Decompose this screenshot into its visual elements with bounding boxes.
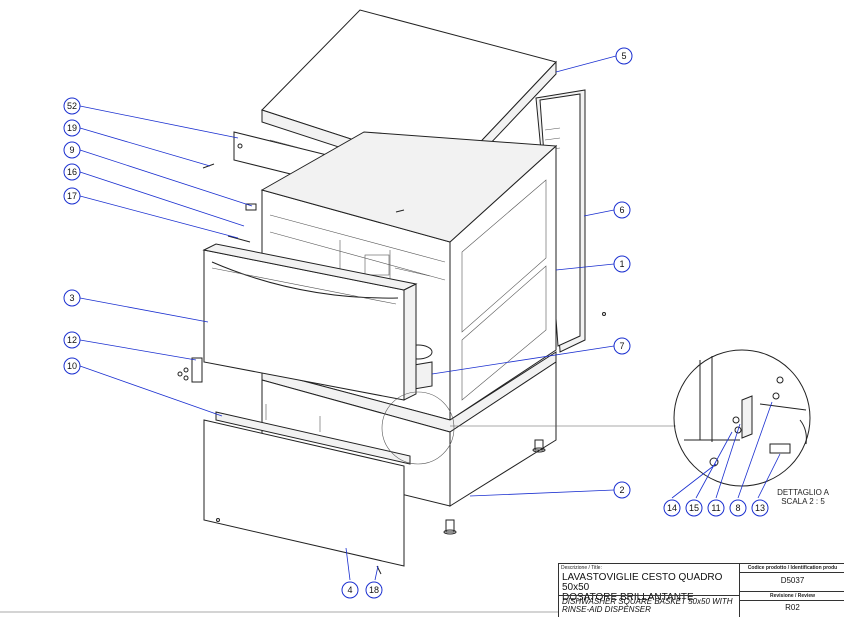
lower-front-panel-part bbox=[203, 404, 411, 567]
svg-text:15: 15 bbox=[689, 503, 699, 513]
svg-text:7: 7 bbox=[619, 341, 624, 351]
callout-13: 13 bbox=[751, 499, 769, 517]
leader-lines bbox=[79, 55, 781, 581]
callout-11: 11 bbox=[707, 499, 725, 517]
callout-2: 2 bbox=[613, 481, 631, 499]
callout-10: 10 bbox=[63, 357, 81, 375]
title-english-line2: RINSE-AID DISPENSER bbox=[562, 605, 651, 614]
svg-text:52: 52 bbox=[67, 101, 77, 111]
callout-3: 3 bbox=[63, 289, 81, 307]
revision-label: Revisione / Review bbox=[740, 591, 844, 601]
callout-6: 6 bbox=[613, 201, 631, 219]
svg-text:19: 19 bbox=[67, 123, 77, 133]
title-block-codes: Codice prodotto / Identification produ D… bbox=[740, 564, 844, 617]
title-italian: LAVASTOVIGLIE CESTO QUADRO 50x50 DOSATOR… bbox=[562, 573, 738, 603]
callout-14: 14 bbox=[663, 499, 681, 517]
title-english-line1: DISHWASHER SQUARE BASKET 50x50 WITH bbox=[562, 597, 733, 606]
svg-text:4: 4 bbox=[347, 585, 352, 595]
svg-text:17: 17 bbox=[67, 191, 77, 201]
detail-a-view bbox=[673, 349, 811, 487]
svg-text:11: 11 bbox=[711, 503, 720, 513]
svg-text:16: 16 bbox=[67, 167, 77, 177]
title-italian-line1: LAVASTOVIGLIE CESTO QUADRO 50x50 bbox=[562, 572, 723, 593]
title-english: DISHWASHER SQUARE BASKET 50x50 WITH RINS… bbox=[562, 598, 738, 614]
callout-52: 52 bbox=[63, 97, 81, 115]
svg-text:5: 5 bbox=[621, 51, 626, 61]
svg-text:14: 14 bbox=[667, 503, 677, 513]
callout-18: 18 bbox=[365, 581, 383, 599]
svg-text:10: 10 bbox=[67, 361, 77, 371]
callout-19: 19 bbox=[63, 119, 81, 137]
revision-value: R02 bbox=[785, 603, 800, 612]
callout-9: 9 bbox=[63, 141, 81, 159]
detail-label-line2: SCALA 2 : 5 bbox=[781, 497, 825, 506]
description-label: Descrizione / Title: bbox=[561, 565, 602, 571]
callout-7: 7 bbox=[613, 337, 631, 355]
code-label: Codice prodotto / Identification produ bbox=[740, 564, 844, 573]
callout-12: 12 bbox=[63, 331, 81, 349]
svg-text:13: 13 bbox=[755, 503, 765, 513]
callout-16: 16 bbox=[63, 163, 81, 181]
title-italian-line2: DOSATORE BRILLANTANTE bbox=[562, 592, 694, 603]
code-value: D5037 bbox=[780, 576, 805, 585]
callout-17: 17 bbox=[63, 187, 81, 205]
svg-text:1: 1 bbox=[619, 259, 624, 269]
detail-label-line1: DETTAGLIO A bbox=[777, 488, 830, 497]
title-block-description: Descrizione / Title: LAVASTOVIGLIE CESTO… bbox=[559, 564, 740, 617]
svg-text:12: 12 bbox=[67, 335, 77, 345]
callout-8: 8 bbox=[729, 499, 747, 517]
callout-4: 4 bbox=[341, 581, 359, 599]
svg-text:18: 18 bbox=[369, 585, 379, 595]
callout-15: 15 bbox=[685, 499, 703, 517]
svg-text:6: 6 bbox=[619, 205, 624, 215]
door-part bbox=[202, 243, 418, 401]
callout-5: 5 bbox=[615, 47, 633, 65]
detail-reference-circle bbox=[381, 391, 455, 465]
svg-text:2: 2 bbox=[619, 485, 624, 495]
title-block: Descrizione / Title: LAVASTOVIGLIE CESTO… bbox=[558, 563, 844, 617]
svg-text:9: 9 bbox=[69, 145, 74, 155]
callout-1: 1 bbox=[613, 255, 631, 273]
svg-text:8: 8 bbox=[735, 503, 740, 513]
svg-text:3: 3 bbox=[69, 293, 74, 303]
